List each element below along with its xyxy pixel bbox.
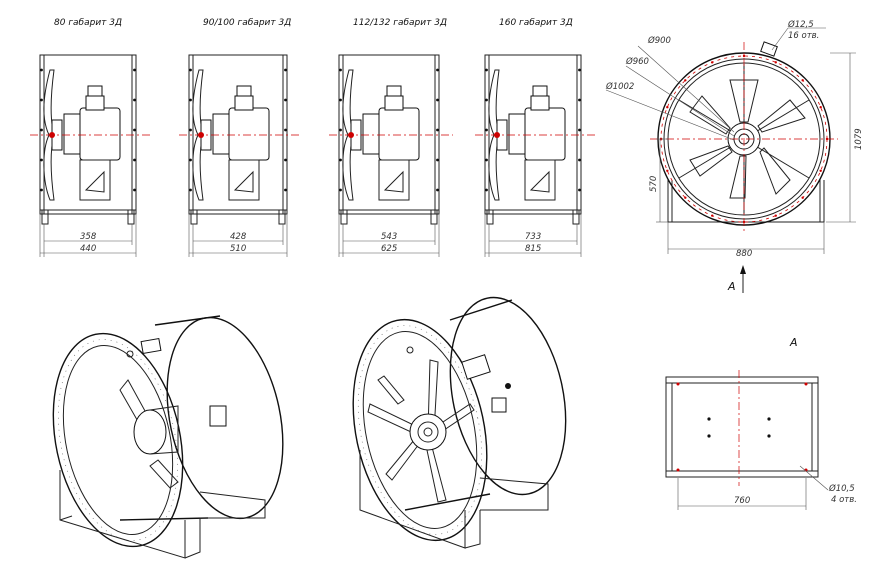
side-view-title: 160 габарит 3Д — [499, 18, 573, 28]
side-view-title: 80 габарит 3Д — [54, 18, 122, 28]
flange-hole — [774, 214, 777, 217]
dim-width: 880 — [736, 249, 752, 259]
dim-axis-height: 570 — [649, 176, 659, 192]
flange-hole — [684, 196, 687, 199]
flange-hole — [819, 169, 822, 172]
flange-hole — [666, 106, 669, 109]
isometric-view-left — [52, 315, 284, 559]
flange-hole — [742, 54, 746, 58]
side-view-3: 112/132 габарит 3Д 543 625 — [329, 18, 453, 257]
dim-d960: Ø960 — [625, 56, 649, 67]
side-view-title: 90/100 габарит 3Д — [203, 18, 291, 28]
housing-outline — [39, 54, 137, 215]
flange-hole — [666, 169, 669, 172]
housing-outline — [484, 54, 582, 215]
bottom-view: A 760 Ø10,5 4 отв. — [665, 336, 857, 510]
flange-hole — [801, 79, 804, 82]
dim-bottom-hole-count: 4 отв. — [831, 495, 857, 505]
dim-d1002: Ø1002 — [605, 81, 634, 92]
impeller-hub — [409, 413, 447, 451]
dim-d900: Ø900 — [647, 35, 671, 46]
dim-hole-count: 16 отв. — [788, 31, 819, 41]
flange-hole — [819, 106, 822, 109]
dim-hole-diameter: Ø12,5 — [787, 19, 814, 30]
housing-outline — [338, 54, 440, 215]
flange-hole — [711, 214, 714, 217]
side-view-1: 80 габарит 3Д 358 440 — [30, 18, 150, 257]
flange-hole — [801, 196, 804, 199]
dim-total-height: 1079 — [854, 128, 864, 150]
flange-hole — [711, 61, 714, 64]
front-view: Ø900 Ø960 Ø1002 Ø12,5 16 отв. 570 1079 8… — [605, 19, 864, 293]
side-view-2: 90/100 габарит 3Д 428 510 — [179, 18, 301, 257]
dim-inner: 733 — [525, 232, 541, 242]
dim-span: 760 — [734, 496, 750, 506]
dim-bottom-hole-diameter: Ø10,5 — [828, 483, 855, 494]
dim-outer: 440 — [80, 244, 96, 254]
housing-outline — [188, 54, 288, 215]
dim-inner: 358 — [80, 232, 97, 242]
dim-outer: 815 — [525, 244, 541, 254]
flange-hole — [684, 79, 687, 82]
view-arrow-label: A — [727, 280, 736, 293]
front-flange — [52, 332, 184, 548]
dim-inner: 428 — [230, 232, 247, 242]
side-view-title: 112/132 габарит 3Д — [353, 18, 447, 28]
side-view-4: 160 габарит 3Д 733 815 — [475, 18, 595, 257]
dim-outer: 625 — [381, 244, 397, 254]
flange-hole — [774, 61, 777, 64]
bottom-view-label: A — [789, 336, 798, 349]
dim-inner: 543 — [381, 232, 397, 242]
isometric-view-right — [352, 296, 567, 549]
front-flange-right — [352, 318, 488, 542]
dim-outer: 510 — [230, 244, 246, 254]
